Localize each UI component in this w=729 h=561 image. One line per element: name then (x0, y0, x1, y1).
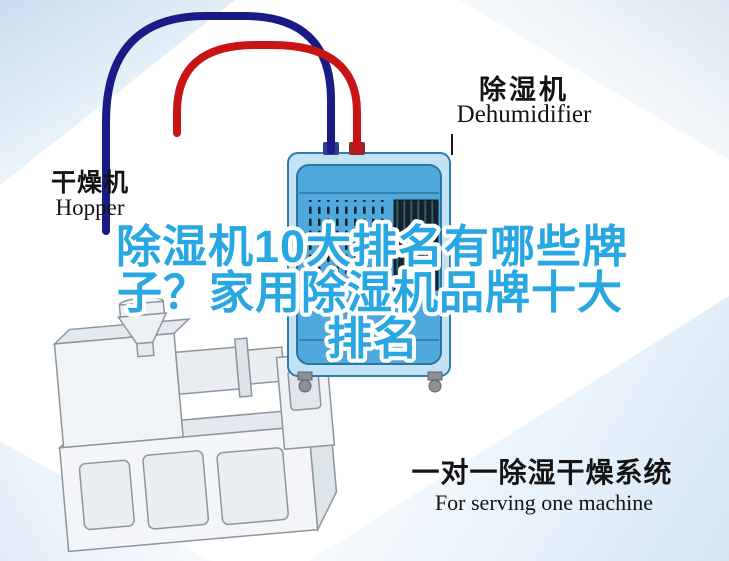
hopper-machine-illustration (52, 291, 338, 553)
hopper-label-en: Hopper (55, 195, 125, 220)
red-pipe (173, 41, 361, 154)
headline-line-2: 子？家用除湿机品牌十大 (117, 267, 623, 318)
hopper-label-cn: 干燥机 (50, 169, 129, 197)
caster-wheels (297, 371, 443, 393)
headline-line-1: 除湿机10大排名有哪些牌 (116, 221, 628, 272)
dehumidifier-illustration (287, 142, 451, 393)
dehumidifier-label-en: Dehumidifier (456, 101, 592, 128)
base-panel (216, 447, 289, 526)
caption-cn: 一对一除湿干燥系统 (411, 457, 673, 488)
headline-line-3: 排名 (327, 313, 419, 364)
vent-slots (305, 200, 387, 306)
hopper-funnel (117, 291, 168, 358)
blue-pipe (102, 12, 335, 235)
dehumidifier-label-cn: 除湿机 (479, 75, 569, 105)
base-panel (78, 459, 135, 531)
caption-en: For serving one machine (434, 490, 654, 515)
base-panel (142, 450, 210, 530)
air-grille (393, 199, 439, 291)
headline: 除湿机10大排名有哪些牌 子？家用除湿机品牌十大 排名 (112, 217, 631, 368)
